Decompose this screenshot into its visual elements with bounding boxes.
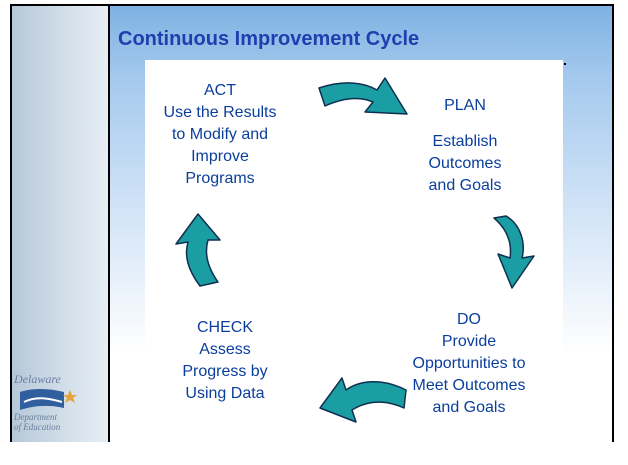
slide-title: Continuous Improvement Cycle (118, 28, 420, 50)
do-line-4: and Goals (432, 399, 506, 416)
logo-sub-line-1: Department (14, 412, 57, 422)
delaware-doe-logo: Delaware Department of Education (14, 372, 84, 434)
do-label: DO Provide Opportunities to Meet Outcome… (396, 309, 542, 419)
sidebar-divider (108, 6, 110, 442)
check-heading: CHECK (196, 319, 253, 336)
arrow-check-to-act-icon (175, 213, 221, 287)
act-line-3: Improve (191, 148, 249, 165)
check-line-1: Assess (199, 341, 251, 358)
check-label: CHECK Assess Progress by Using Data (160, 317, 290, 405)
act-line-2: to Modify and (171, 126, 269, 143)
logo-wordmark: Delaware (14, 372, 61, 386)
act-line-1: Use the Results (163, 104, 277, 121)
plan-heading: PLAN (444, 97, 486, 114)
arrow-do-to-check-icon (319, 377, 407, 423)
arrow-plan-to-do-icon (493, 215, 535, 289)
arrow-act-to-plan-icon (318, 77, 408, 115)
panel-tick (564, 63, 566, 65)
plan-line-2: Outcomes (428, 155, 502, 172)
do-line-2: Opportunities to (412, 355, 526, 372)
left-sidebar (12, 6, 110, 442)
do-line-3: Meet Outcomes (412, 377, 526, 394)
check-line-3: Using Data (185, 385, 265, 402)
plan-line-3: and Goals (428, 177, 502, 194)
do-line-1: Provide (441, 333, 497, 350)
plan-line-1: Establish (432, 133, 498, 150)
act-heading: ACT (204, 82, 236, 99)
plan-label: PLAN Establish Outcomes and Goals (410, 95, 520, 197)
logo-sub-line-2: of Education (14, 422, 61, 432)
check-line-2: Progress by (182, 363, 268, 380)
state-map-icon (20, 389, 77, 410)
logo-subtitle: Department of Education (14, 412, 84, 432)
diagram-panel (145, 60, 563, 442)
act-label: ACT Use the Results to Modify and Improv… (150, 80, 290, 190)
act-line-4: Programs (185, 170, 255, 187)
do-heading: DO (457, 311, 481, 328)
